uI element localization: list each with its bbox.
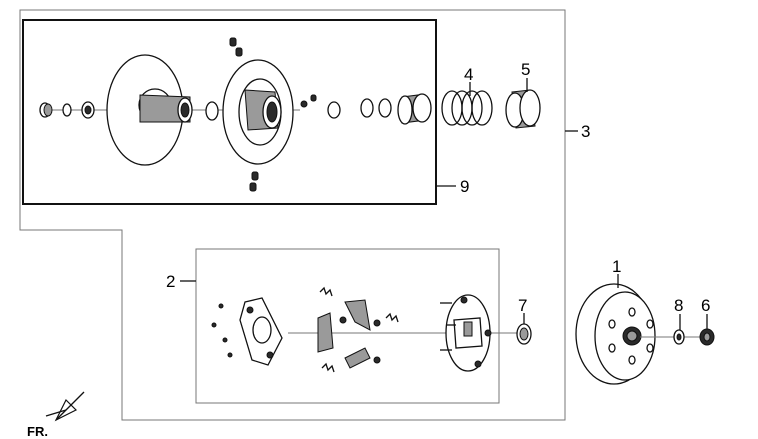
nut-6 (699, 328, 715, 346)
assembly-3-outline (19, 9, 566, 421)
front-direction-arrow-icon (45, 391, 85, 422)
callout-7: 7 (518, 296, 527, 315)
small-bearing (81, 101, 95, 119)
callout-1: 1 (612, 257, 621, 276)
callout-2: 2 (166, 272, 175, 291)
callout-9: 9 (460, 177, 469, 196)
spring-4 (441, 90, 493, 126)
callout-6: 6 (701, 296, 710, 315)
drive-plate (440, 294, 492, 372)
clutch-outer-bell (575, 283, 700, 385)
assembly-2-box (195, 248, 500, 404)
clutch-springs (319, 286, 399, 373)
guide-pins (229, 37, 317, 192)
fixed-drive-face (106, 54, 193, 166)
callout-3: 3 (581, 122, 590, 141)
callout-4: 4 (464, 65, 473, 84)
circlip (327, 101, 341, 119)
callout-5: 5 (521, 60, 530, 79)
washer (62, 103, 72, 117)
spring-seat-5 (505, 89, 541, 129)
movable-drive-face (222, 59, 294, 165)
leader-lines (180, 78, 708, 330)
callout-8: 8 (674, 296, 683, 315)
seal-rings (360, 98, 392, 118)
needle-bearing (39, 102, 53, 118)
front-direction-label: FR. (27, 424, 48, 439)
nut-7 (516, 323, 532, 345)
assembly-9-box (22, 19, 437, 205)
clutch-shoes (317, 299, 381, 369)
collar (397, 93, 432, 125)
clutch-plate (211, 297, 283, 366)
washer-8 (673, 329, 685, 345)
o-ring (205, 101, 219, 121)
